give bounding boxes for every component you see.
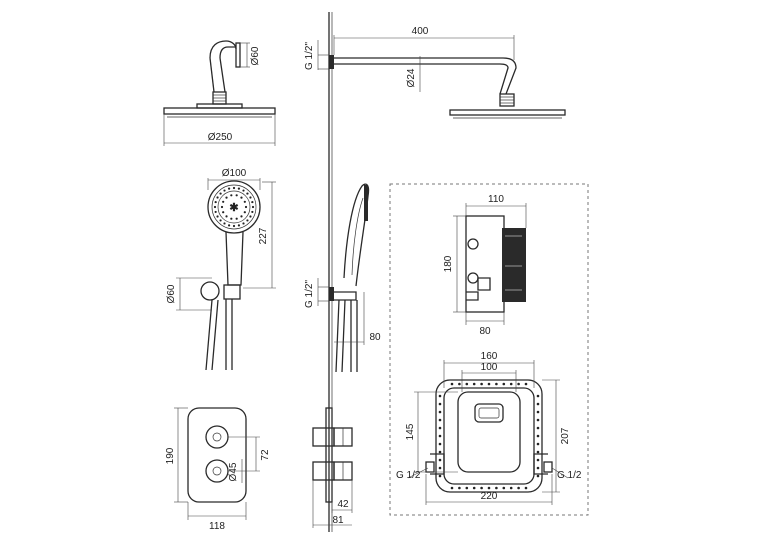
svg-text:✱: ✱ <box>229 202 238 214</box>
dim-h207: 207 <box>560 427 571 444</box>
concealed-box-front-view: 160 100 145 207 G 1/2 G 1/2 220 <box>396 351 582 505</box>
dim-w80-hand: 80 <box>369 332 381 343</box>
dim-w160: 160 <box>481 351 498 362</box>
dim-h145: 145 <box>405 423 416 440</box>
shower-arm-side-view: 400 G 1/2" Ø24 <box>304 26 566 119</box>
dim-h190: 190 <box>165 447 176 464</box>
dim-w81: 81 <box>332 515 344 526</box>
dim-h72: 72 <box>260 449 271 461</box>
dim-g-right: G 1/2 <box>557 470 582 481</box>
dim-d60-mid: Ø60 <box>166 284 177 303</box>
mixer-side-view: 42 81 <box>312 407 353 528</box>
dim-w118: 118 <box>209 521 225 532</box>
dim-w110: 110 <box>488 194 504 205</box>
dim-w220: 220 <box>481 491 498 502</box>
dim-g-mid: G 1/2" <box>304 280 315 308</box>
dim-d24: Ø24 <box>406 68 417 87</box>
dim-h180: 180 <box>443 255 454 272</box>
hand-shower-front-view: ✱ Ø100 227 Ø60 <box>166 168 276 371</box>
mixer-panel-front-view: 190 72 Ø45 118 <box>165 407 271 532</box>
dim-w400: 400 <box>412 26 429 37</box>
dim-d100: Ø100 <box>222 168 247 179</box>
dim-d250: Ø250 <box>208 132 233 143</box>
dim-h227: 227 <box>258 227 269 244</box>
hand-shower-side-view: G 1/2" 80 <box>304 183 381 373</box>
dim-d60-top: Ø60 <box>250 46 261 65</box>
shower-head-front-view: Ø60 Ø250 <box>163 40 276 146</box>
dim-w80-box: 80 <box>479 326 491 337</box>
dim-d45: Ø45 <box>228 462 239 481</box>
dim-g-top: G 1/2" <box>304 42 315 70</box>
concealed-box-side-view: 110 180 80 <box>443 194 527 337</box>
dim-w42: 42 <box>337 499 349 510</box>
concealed-part-frame <box>389 183 589 516</box>
dim-w100: 100 <box>481 362 498 373</box>
dim-g-left: G 1/2 <box>396 470 421 481</box>
